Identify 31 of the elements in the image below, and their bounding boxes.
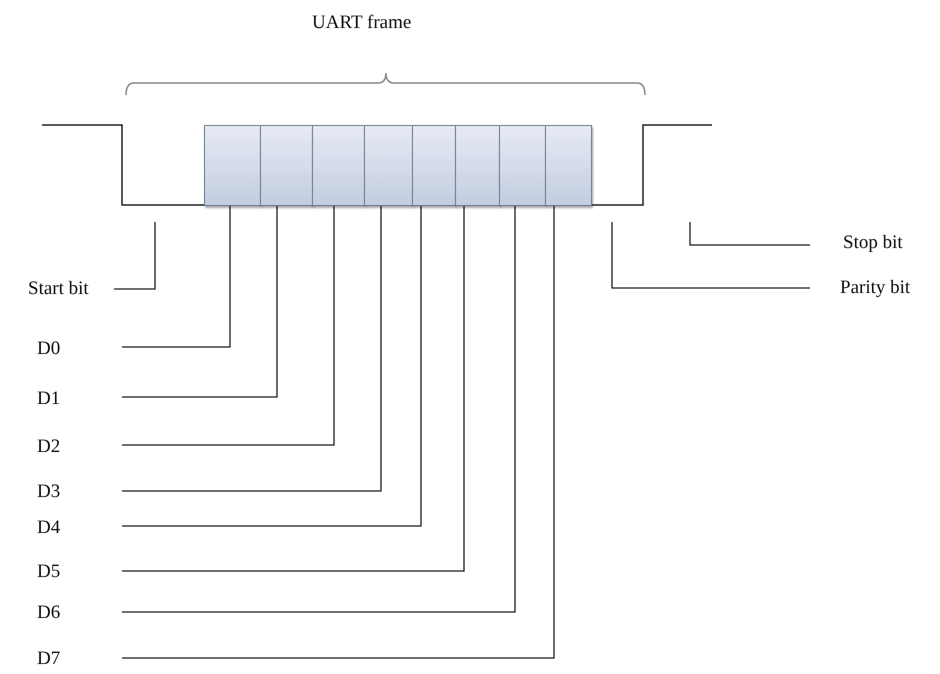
bit-box [312,125,365,206]
frame-label: UART frame [312,13,412,33]
bit-box [412,125,456,206]
bit-box [499,125,546,206]
bit-label: Start bit [28,279,114,299]
bit-label: D6 [37,603,122,623]
leader-line [122,206,335,446]
bit-label: D4 [37,518,122,538]
leader-line [689,222,810,246]
bit-box [204,125,261,206]
leader-line [611,222,810,289]
bit-box [260,125,313,206]
bit-label: Stop bit [810,233,903,253]
leader-line [122,206,278,398]
bit-label: D0 [37,339,122,359]
leader-line [122,206,422,527]
leader-line [122,206,382,492]
bit-box [364,125,413,206]
leader-line [122,206,516,613]
leader-line [122,206,231,348]
bit-label: D2 [37,437,122,457]
bit-label: D3 [37,482,122,502]
leader-line [114,222,156,290]
bit-label: D7 [37,649,122,669]
leader-line [122,206,555,659]
bit-label: D1 [37,389,122,409]
bit-box [545,125,592,206]
bit-box [455,125,500,206]
bit-label: Parity bit [810,278,910,298]
bit-label: D5 [37,562,122,582]
leader-line [122,206,465,572]
